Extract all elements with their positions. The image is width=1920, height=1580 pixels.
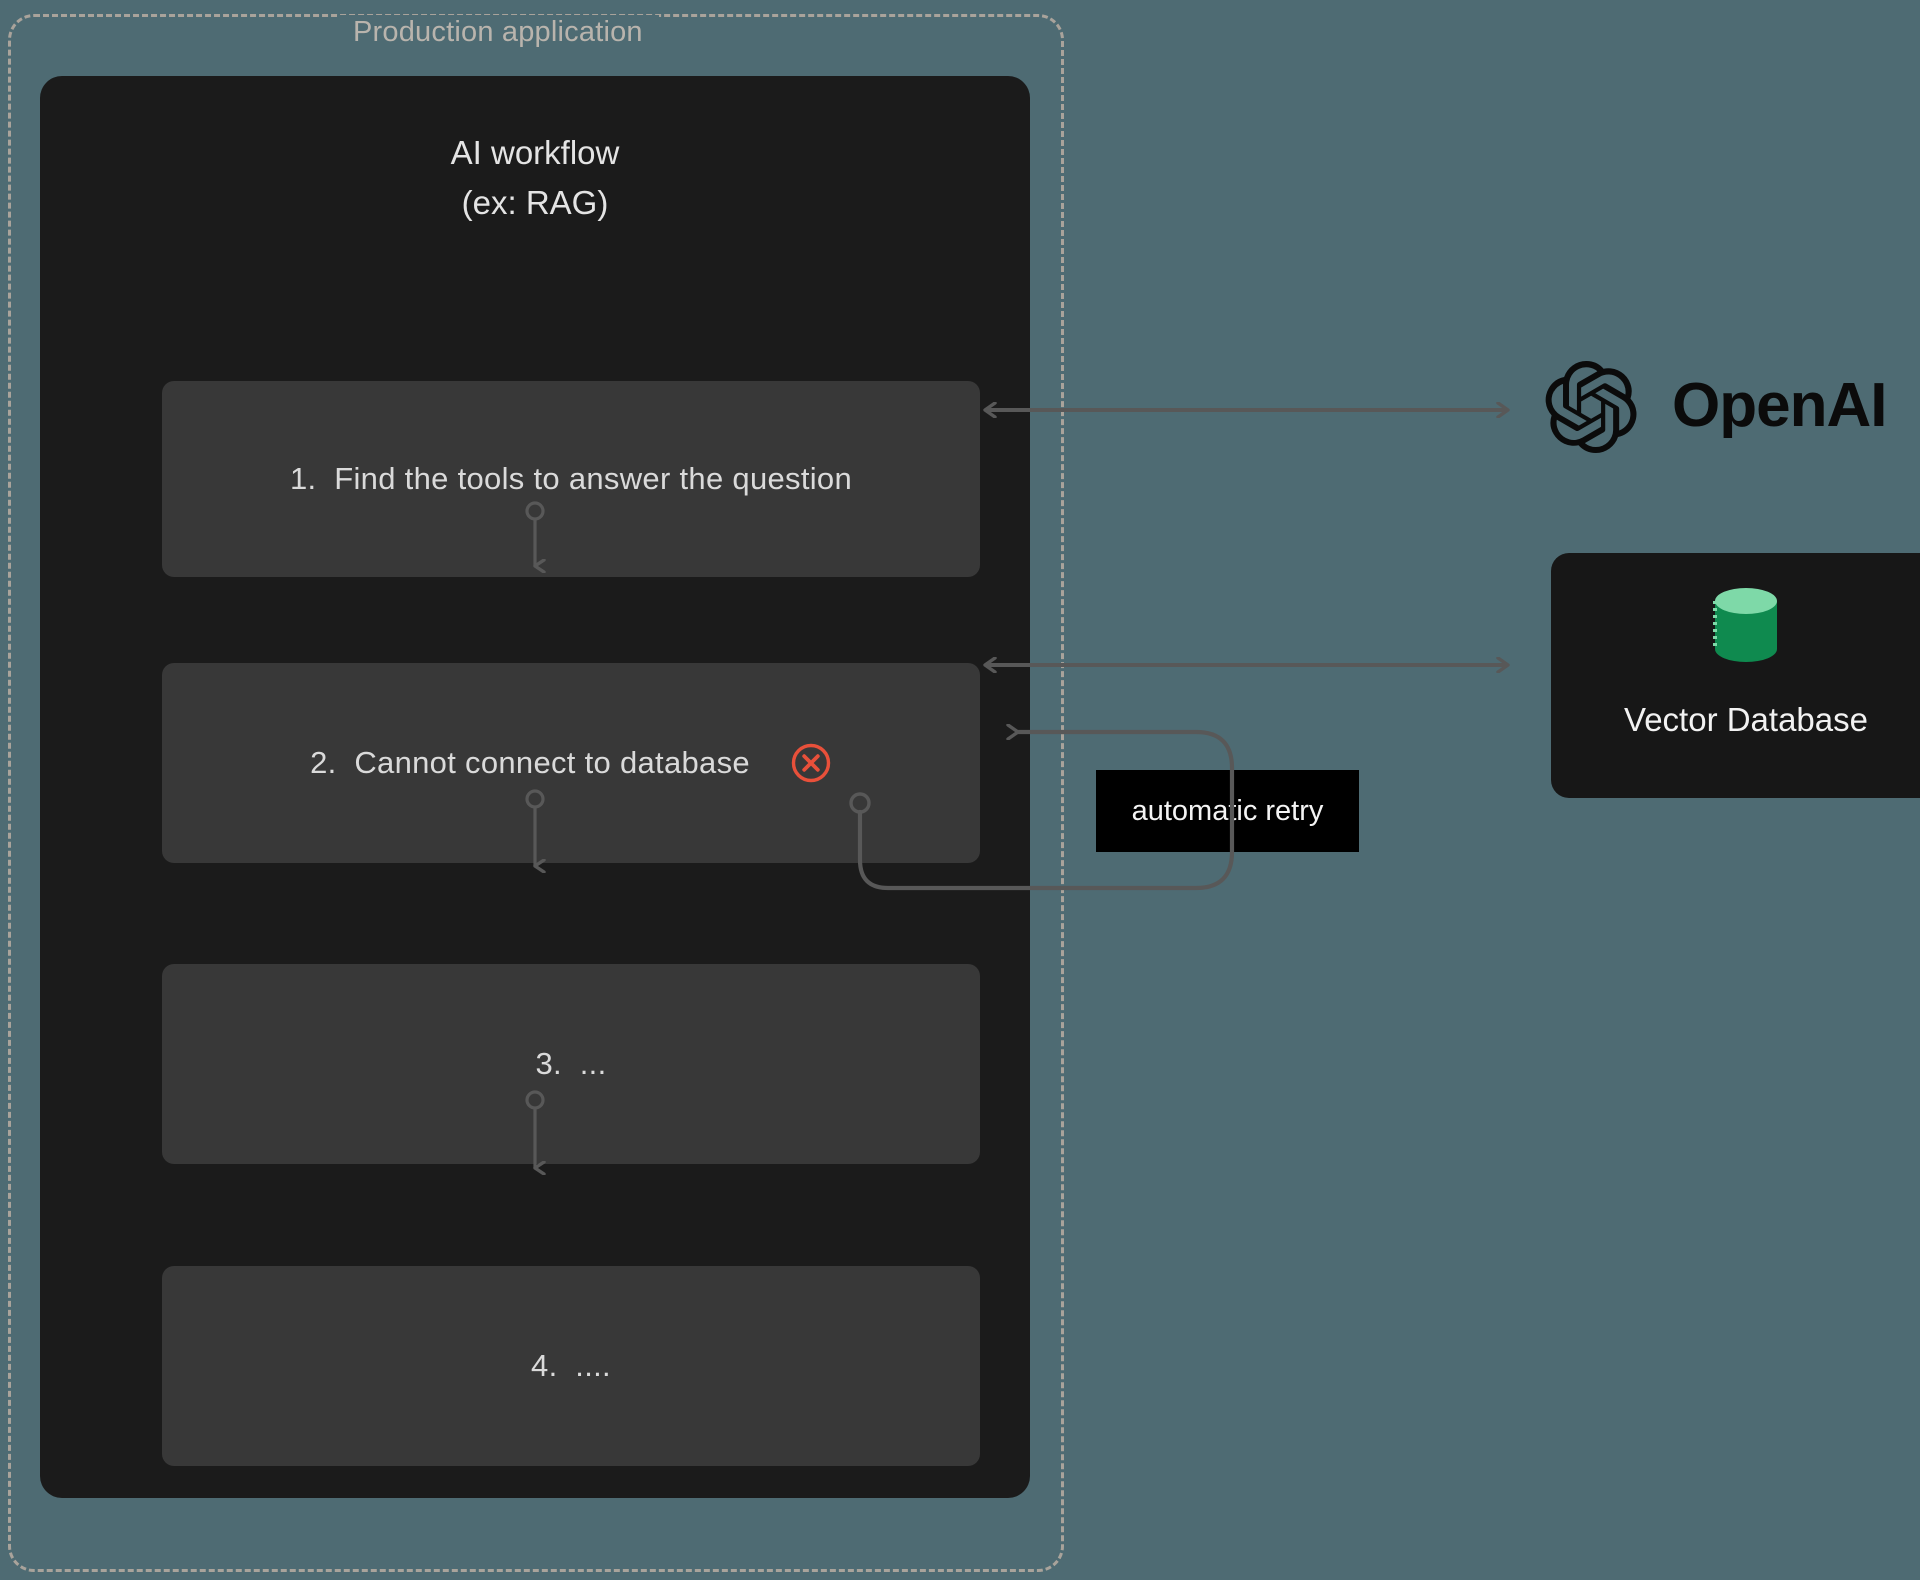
workflow-step-2-label: 2. Cannot connect to database [310,745,750,780]
error-circle-x-icon [790,742,832,784]
automatic-retry-chip: automatic retry [1096,770,1359,852]
workflow-step-2[interactable]: 2. Cannot connect to database [162,663,980,863]
openai-wordmark: OpenAI [1653,371,1920,440]
ai-workflow-card: AI workflow (ex: RAG) 1. Find the tools … [40,76,1030,1498]
vector-database-node[interactable]: Vector Database [1551,553,1920,798]
automatic-retry-label: automatic retry [1131,794,1324,827]
openai-blossom-icon [1545,361,1637,453]
database-cylinder-icon [1713,585,1779,665]
svg-text:OpenAI: OpenAI [1672,376,1886,438]
workflow-step-4[interactable]: 4. .... [162,1266,980,1466]
ai-workflow-title: AI workflow (ex: RAG) [450,134,620,221]
workflow-step-4-label: 4. .... [531,1348,611,1383]
workflow-step-1-label: 1. Find the tools to answer the question [289,461,853,496]
workflow-step-1[interactable]: 1. Find the tools to answer the question [162,381,980,577]
workflow-step-3[interactable]: 3. ... [162,964,980,1164]
production-application-title: Production application [337,15,659,49]
vector-database-label: Vector Database [1624,701,1868,738]
openai-service-node[interactable]: OpenAI [1545,352,1905,462]
workflow-step-3-label: 3. ... [535,1046,607,1081]
